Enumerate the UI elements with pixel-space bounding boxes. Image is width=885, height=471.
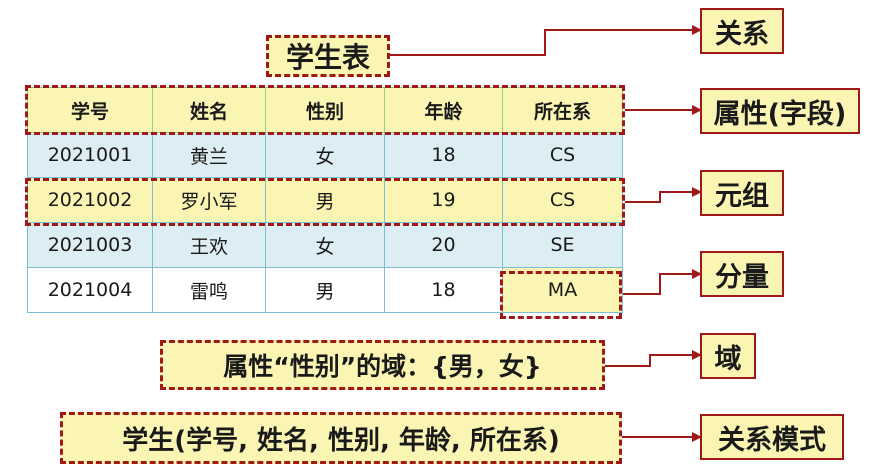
table-cell: 2021003 bbox=[27, 222, 153, 268]
table-header-row: 学号 姓名 性别 年龄 所在系 bbox=[27, 87, 623, 133]
table-cell: 2021002 bbox=[27, 177, 153, 223]
label-attribute-text: 属性(字段) bbox=[713, 98, 847, 130]
table-cell: 18 bbox=[384, 132, 503, 178]
table-row: 2021002 罗小军 男 19 CS bbox=[27, 177, 623, 223]
table-cell: 王欢 bbox=[152, 222, 266, 268]
table-cell: 男 bbox=[265, 267, 385, 313]
component-cell: MA bbox=[502, 267, 623, 313]
column-header: 性别 bbox=[265, 87, 385, 133]
table-row: 2021004 雷鸣 男 18 MA bbox=[27, 267, 623, 313]
connector-domain bbox=[605, 350, 702, 367]
label-domain-text: 域 bbox=[714, 343, 742, 375]
column-header: 姓名 bbox=[152, 87, 266, 133]
table-row: 2021003 王欢 女 20 SE bbox=[27, 222, 623, 268]
label-tuple-text: 元组 bbox=[715, 180, 769, 212]
component-highlight bbox=[500, 271, 622, 319]
label-relation: 关系 bbox=[700, 8, 784, 54]
table-row: 2021001 黄兰 女 18 CS bbox=[27, 132, 623, 178]
table-cell: 黄兰 bbox=[152, 132, 266, 178]
table-cell: 2021004 bbox=[27, 267, 153, 313]
attribute-highlight bbox=[25, 85, 625, 135]
table-cell: 女 bbox=[265, 222, 385, 268]
column-header: 学号 bbox=[27, 87, 153, 133]
table-cell: 男 bbox=[265, 177, 385, 223]
table-cell: SE bbox=[502, 222, 623, 268]
column-header: 所在系 bbox=[502, 87, 623, 133]
connector-tuple bbox=[625, 187, 702, 203]
table-cell: 罗小军 bbox=[152, 177, 266, 223]
label-component: 分量 bbox=[700, 251, 784, 297]
connector-relation bbox=[390, 25, 702, 56]
relation-schema: 学生(学号, 姓名, 性别, 年龄, 所在系) bbox=[60, 412, 622, 464]
label-domain: 域 bbox=[700, 333, 756, 379]
connector-component bbox=[622, 269, 702, 295]
schema-text: 学生(学号, 姓名, 性别, 年龄, 所在系) bbox=[122, 425, 560, 456]
label-tuple: 元组 bbox=[700, 170, 784, 216]
column-header: 年龄 bbox=[384, 87, 503, 133]
label-schema-text: 关系模式 bbox=[718, 424, 826, 456]
table-cell: 18 bbox=[384, 267, 503, 313]
label-component-text: 分量 bbox=[715, 261, 769, 293]
table-title: 学生表 bbox=[266, 35, 390, 77]
table-cell: 女 bbox=[265, 132, 385, 178]
tuple-highlight bbox=[25, 178, 625, 226]
table-cell: 19 bbox=[384, 177, 503, 223]
label-relation-text: 关系 bbox=[715, 18, 769, 50]
student-table: 学号 姓名 性别 年龄 所在系 2021001 黄兰 女 18 CS 20210… bbox=[27, 87, 623, 313]
table-cell: 雷鸣 bbox=[152, 267, 266, 313]
table-cell: 20 bbox=[384, 222, 503, 268]
label-schema: 关系模式 bbox=[700, 414, 844, 460]
domain-text: 属性“性别”的域：{男，女} bbox=[223, 352, 542, 381]
label-attribute: 属性(字段) bbox=[700, 88, 860, 134]
table-cell: 2021001 bbox=[27, 132, 153, 178]
table-cell: CS bbox=[502, 177, 623, 223]
table-title-text: 学生表 bbox=[285, 41, 370, 74]
domain-description: 属性“性别”的域：{男，女} bbox=[160, 340, 605, 390]
table-cell: CS bbox=[502, 132, 623, 178]
